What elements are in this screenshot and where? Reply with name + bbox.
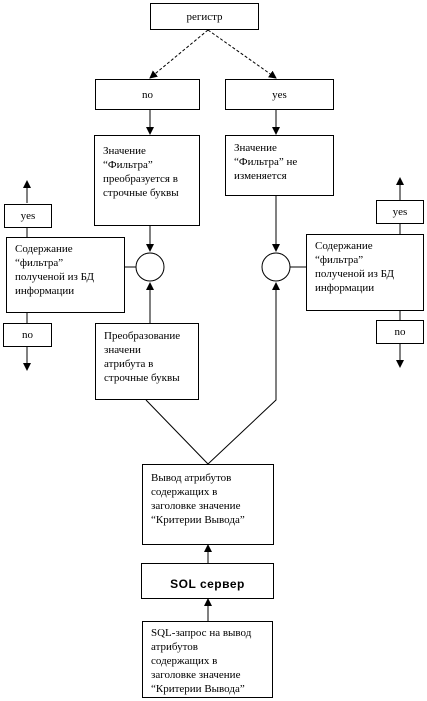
right-no-box: no <box>376 320 424 344</box>
filter-to-lowercase-box: Значение “Фильтра” преобразуется в строч… <box>94 135 200 226</box>
filter-unchanged-box: Значение “Фильтра” не изменяется <box>225 135 334 196</box>
left-compare-circle <box>135 252 165 282</box>
sql-query-box: SQL-запрос на вывод атрибутов содержащих… <box>142 621 273 698</box>
line-output-to-attr-convert <box>145 399 209 465</box>
left-yes-box: yes <box>4 204 52 228</box>
sql-server-label: SOL сервер <box>170 577 245 591</box>
yes-box: yes <box>225 79 334 110</box>
arrow-register-to-yes <box>207 29 277 79</box>
right-compare-circle <box>261 252 291 282</box>
arrow-output-to-right-circle <box>207 282 280 465</box>
left-content-box: Содержание “фильтра” полученой из БД инф… <box>6 237 125 313</box>
left-no-box: no <box>3 323 52 347</box>
output-attributes-box: Вывод атрибутов содержащих в заголовке з… <box>142 464 274 545</box>
register-box: регистр <box>150 3 259 30</box>
right-content-box: Содержание “фильтра” полученой из БД инф… <box>306 234 424 311</box>
right-yes-box: yes <box>376 200 424 224</box>
no-box: no <box>95 79 200 110</box>
sql-server-box: SOL сервер <box>141 563 274 599</box>
arrow-register-to-no <box>149 29 209 79</box>
attribute-convert-box: Преобразование значени атрибута в строчн… <box>95 323 199 400</box>
